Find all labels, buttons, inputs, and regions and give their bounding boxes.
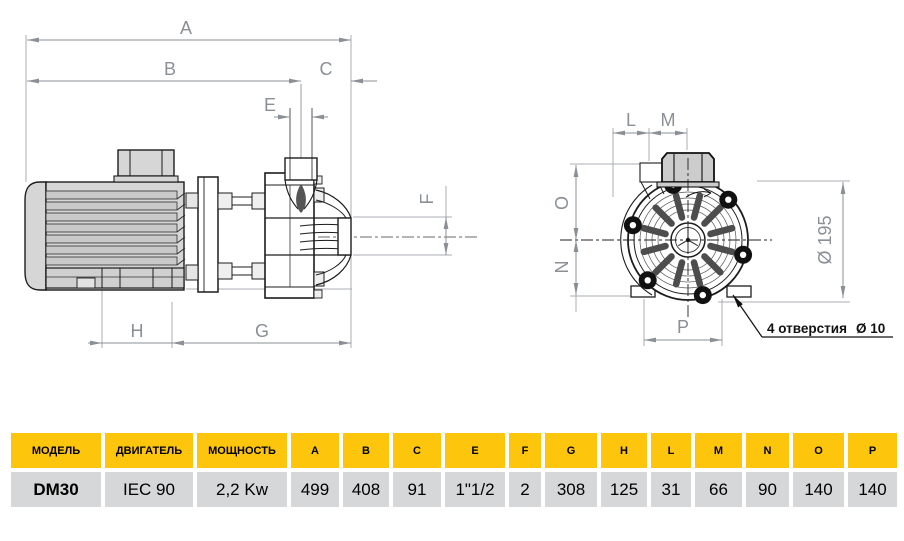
spec-table: МОДЕЛЬ ДВИГАТЕЛЬ МОЩНОСТЬ A B C E F G H …: [7, 429, 901, 511]
spec-table-header-row: МОДЕЛЬ ДВИГАТЕЛЬ МОЩНОСТЬ A B C E F G H …: [11, 433, 897, 468]
header-cell-e: E: [445, 433, 505, 468]
dim-label-n: N: [552, 261, 572, 274]
value-cell-motor: IEC 90: [105, 472, 193, 507]
value-cell-p: 140: [848, 472, 897, 507]
value-cell-m: 66: [695, 472, 742, 507]
header-cell-model: МОДЕЛЬ: [11, 433, 101, 468]
header-cell-b: B: [343, 433, 389, 468]
motor-outline-behind: [620, 184, 653, 296]
impeller-ribs: [640, 192, 736, 288]
spec-table-value-row: DM30 IEC 90 2,2 Kw 499 408 91 1"1/2 2 30…: [11, 472, 897, 507]
header-cell-f: F: [509, 433, 541, 468]
suction-port: [337, 217, 352, 256]
value-cell-e: 1"1/2: [445, 472, 505, 507]
dim-label-a: A: [180, 18, 192, 38]
dim-label-f: F: [417, 194, 437, 205]
motor-body: [24, 149, 186, 291]
value-cell-n: 90: [746, 472, 789, 507]
header-cell-motor: ДВИГАТЕЛЬ: [105, 433, 193, 468]
header-cell-o: O: [793, 433, 844, 468]
value-cell-a: 499: [291, 472, 339, 507]
value-cell-f: 2: [509, 472, 541, 507]
dim-label-c: C: [320, 59, 333, 79]
front-view: L M O N Ø 195 P 4 отверстия Ø 10: [552, 110, 893, 346]
header-cell-m: M: [695, 433, 742, 468]
header-cell-p: P: [848, 433, 897, 468]
header-cell-l: L: [651, 433, 691, 468]
value-cell-o: 140: [793, 472, 844, 507]
value-cell-c: 91: [393, 472, 441, 507]
value-cell-b: 408: [343, 472, 389, 507]
value-cell-model: DM30: [11, 472, 101, 507]
discharge-port: [284, 108, 318, 213]
holes-diameter-label: Ø 10: [856, 321, 885, 336]
technical-drawing: A B C E F H G: [24, 18, 893, 348]
holes-label: 4 отверстия: [767, 321, 847, 336]
header-cell-h: H: [601, 433, 647, 468]
pump-body-side: [185, 108, 352, 299]
side-view: A B C E F H G: [24, 18, 478, 348]
dim-label-m: M: [661, 110, 676, 130]
dimension-lines-left: [27, 37, 449, 346]
dim-label-p: P: [677, 317, 689, 337]
dim-label-o: O: [552, 196, 572, 210]
header-cell-a: A: [291, 433, 339, 468]
holes-callout: 4 отверстия Ø 10: [732, 294, 893, 338]
header-cell-g: G: [545, 433, 597, 468]
header-cell-n: N: [746, 433, 789, 468]
foot-right: [726, 285, 752, 298]
value-cell-h: 125: [601, 472, 647, 507]
dim-label-e: E: [264, 95, 276, 115]
dim-label-diameter: Ø 195: [815, 215, 835, 264]
value-cell-l: 31: [651, 472, 691, 507]
motor-feet: [45, 267, 185, 289]
dim-label-l: L: [626, 110, 636, 130]
dimension-lines-right: [573, 130, 846, 343]
value-cell-g: 308: [545, 472, 597, 507]
header-cell-power: МОЩНОСТЬ: [197, 433, 287, 468]
terminal-box-side: [113, 149, 179, 183]
dim-label-g: G: [255, 321, 269, 341]
value-cell-power: 2,2 Kw: [197, 472, 287, 507]
dim-label-b: B: [164, 59, 176, 79]
motor-fins: [45, 190, 186, 266]
dim-label-h: H: [131, 321, 144, 341]
header-cell-c: C: [393, 433, 441, 468]
